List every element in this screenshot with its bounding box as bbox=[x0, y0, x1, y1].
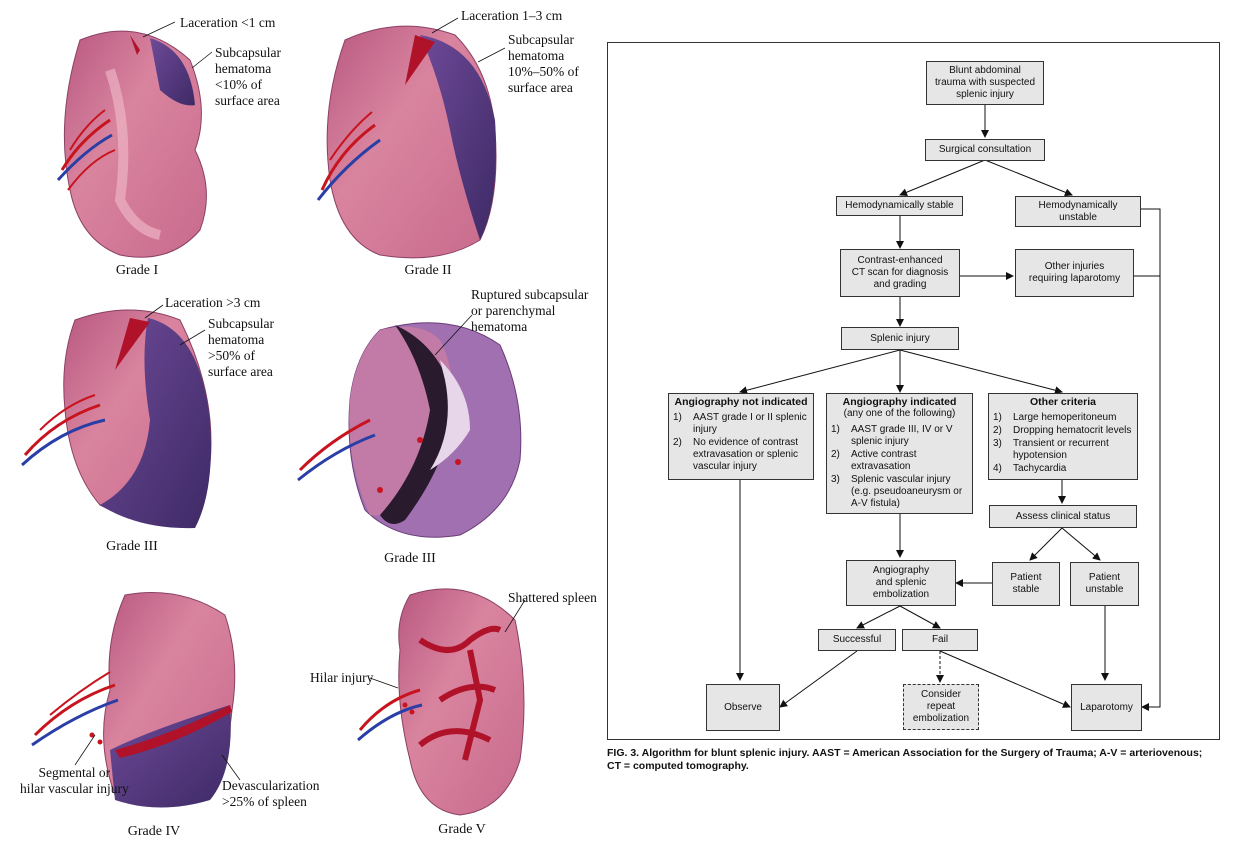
grade5-hilar-label: Hilar injury bbox=[310, 670, 374, 685]
grade1-laceration bbox=[130, 35, 140, 55]
laparotomy-box: Laparotomy bbox=[1071, 684, 1142, 731]
observe-box: Observe bbox=[706, 684, 780, 731]
assess-clinical-status-box: Assess clinical status bbox=[989, 505, 1137, 528]
angiography-not-indicated-box: Angiography not indicated 1)AAST grade I… bbox=[668, 393, 814, 480]
spleen-injury-illustrations bbox=[20, 17, 526, 816]
grade2-hematoma bbox=[420, 35, 496, 240]
crit-item: 2)Dropping hematocrit levels bbox=[993, 425, 1132, 436]
figure-caption: FIG. 3. Algorithm for blunt splenic inju… bbox=[607, 747, 1203, 772]
successful-box: Successful bbox=[818, 629, 896, 651]
grade4-spleen bbox=[31, 592, 236, 808]
surgical-consultation-box: Surgical consultation bbox=[925, 139, 1045, 161]
grade4-devasc-label: Devascularization>25% of spleen bbox=[222, 778, 320, 809]
crit-item: 1)Large hemoperitoneum bbox=[993, 412, 1117, 423]
hemodynamically-stable-box: Hemodynamically stable bbox=[836, 196, 963, 216]
crit-item: 3)Transient or recurrent hypotension bbox=[993, 438, 1109, 461]
fail-box: Fail bbox=[902, 629, 978, 651]
grade5-fractures bbox=[418, 625, 502, 761]
grade2-laceration-label: Laceration 1–3 cm bbox=[461, 8, 563, 23]
grade3b-title: Grade III bbox=[384, 551, 436, 566]
grade4-vessels bbox=[31, 671, 119, 747]
grade3a-laceration bbox=[115, 318, 150, 370]
ind-item: 1)AAST grade III, IV or V splenic injury bbox=[831, 424, 953, 447]
grade3b-spleen bbox=[297, 322, 522, 538]
grade1-laceration-label: Laceration <1 cm bbox=[180, 15, 276, 30]
grade2-laceration bbox=[405, 35, 435, 85]
grade5-spleen bbox=[357, 588, 525, 816]
grade3b-vessels bbox=[297, 418, 461, 493]
grade2-title: Grade II bbox=[404, 263, 452, 278]
grade1-spleen bbox=[56, 30, 207, 258]
grade1-hematoma bbox=[150, 38, 195, 106]
splenic-injury-box: Splenic injury bbox=[841, 327, 959, 350]
grade5-title: Grade V bbox=[438, 822, 486, 837]
grade3a-laceration-label: Laceration >3 cm bbox=[165, 295, 261, 310]
grade2-vessels bbox=[316, 111, 381, 201]
grade3a-vessels bbox=[20, 394, 106, 467]
not-ind-item: 1)AAST grade I or II splenic injury bbox=[673, 412, 807, 435]
grade3a-title: Grade III bbox=[106, 539, 158, 554]
not-ind-item: 2)No evidence of contrast extravasation … bbox=[673, 437, 799, 472]
grade4-title: Grade IV bbox=[127, 824, 181, 839]
grade1-title: Grade I bbox=[115, 263, 159, 278]
grade4-devascularization bbox=[110, 705, 231, 808]
grade1-vessels bbox=[56, 109, 116, 191]
angiography-indicated-box: Angiography indicated (any one of the fo… bbox=[826, 393, 973, 514]
grade5-shattered-label: Shattered spleen bbox=[508, 590, 597, 605]
ind-item: 2)Active contrast extravasation bbox=[831, 449, 917, 472]
grade2-spleen bbox=[316, 25, 497, 259]
grade3b-rupture bbox=[380, 325, 455, 524]
grade3a-spleen bbox=[20, 309, 212, 529]
grade5-vessels bbox=[357, 688, 423, 742]
crit-item: 4)Tachycardia bbox=[993, 463, 1067, 474]
grade3a-hematoma bbox=[100, 318, 211, 529]
other-criteria-box: Other criteria 1)Large hemoperitoneum 2)… bbox=[988, 393, 1138, 480]
flowchart-panel bbox=[607, 42, 1220, 740]
ind-item: 3)Splenic vascular injury (e.g. pseudoan… bbox=[831, 474, 963, 509]
